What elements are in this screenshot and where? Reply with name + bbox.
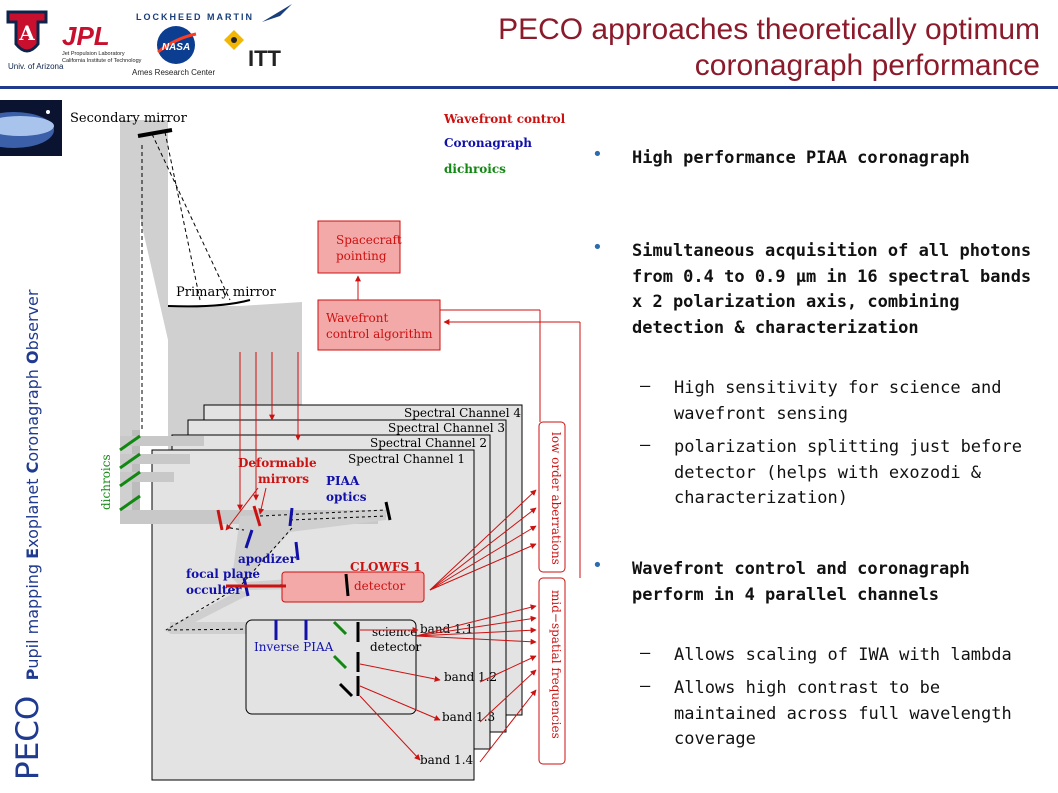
bullet-text: Simultaneous acquisition of all photons … [632,241,1032,338]
svg-text:ITT: ITT [248,46,282,71]
nasa-logo: NASA [157,26,197,64]
algorithm-label: control algorithm [326,327,433,341]
secondary-mirror-label: Secondary mirror [70,111,188,126]
focal-plane-label: focal plane [186,567,260,581]
channel-1-label: Spectral Channel 1 [348,452,465,466]
svg-text:NASA: NASA [162,42,190,53]
sub-bullet-dash-icon: – [640,643,651,663]
channel-2-label: Spectral Channel 2 [370,436,487,450]
bullet-dot-icon: • [592,237,603,258]
bullet-dot-icon: • [592,144,603,165]
sub-bullet-text: polarization splitting just before detec… [674,437,1022,508]
jpl-logo: JPL Jet Propulsion Laboratory California… [62,21,142,64]
sub-bullet-text: Allows scaling of IWA with lambda [674,645,1012,665]
channel-3-label: Spectral Channel 3 [388,421,505,435]
inverse-piaa-shapes [274,620,308,640]
mid-spatial-label: mid−spatial frequencies [549,590,563,739]
mid-spatial-panel [538,577,566,765]
peco-diagram: Secondary mirror Primary mirror Wavefron… [0,100,581,781]
pointing-label: pointing [336,249,387,263]
secondary-mirror-shape [137,128,173,138]
univ-arizona-logo: A [6,10,48,56]
primary-mirror-label: Primary mirror [176,285,277,300]
low-order-panel [538,421,566,573]
bullet-item: • Wavefront control and coronagraph perf… [592,555,1032,608]
feedback-arrows [237,309,581,763]
svg-text:A: A [18,21,35,45]
sub-bullet-dash-icon: – [640,435,651,455]
deformable-label: Deformable [238,456,317,470]
sub-bullet-text: Allows high contrast to be maintained ac… [674,678,1012,749]
apodizer-shapes [244,529,300,561]
bullet-item: • High performance PIAA coronagraph [592,144,1032,172]
wavefront-algorithm-box [317,299,441,351]
lockheed-logo: LOCKHEED MARTIN [136,4,292,22]
deformable-mirror-shapes [216,505,262,531]
planet-image [0,100,62,156]
svg-text:LOCKHEED MARTIN: LOCKHEED MARTIN [136,12,254,22]
dichroics-label: dichroics [99,454,113,510]
bullet-item: • Simultaneous acquisition of all photon… [592,237,1032,341]
svg-text:California Institute of Techno: California Institute of Technology [62,58,142,64]
apodizer-label: apodizer [238,552,297,566]
sub-bullet-dash-icon: – [640,376,651,396]
optics-label: optics [326,490,367,504]
band-detectors [338,622,360,698]
wavefront-label: Wavefront [326,311,388,325]
primary-mirror-shape [167,299,251,308]
sub-bullet-item: – Allows high contrast to be maintained … [640,676,1040,753]
sub-bullet-text: High sensitivity for science and wavefro… [674,378,1002,424]
channel-4-label: Spectral Channel 4 [404,406,521,420]
sub-bullet-item: – High sensitivity for science and wavef… [640,376,1040,427]
svg-text:Jet Propulsion Laboratory: Jet Propulsion Laboratory [62,51,125,57]
detector-label: detector [370,640,421,654]
spacecraft-pointing-box [317,220,401,274]
svg-text:JPL: JPL [62,21,110,51]
legend-coronagraph: Coronagraph [444,136,532,150]
piaa-label: PIAA [326,474,360,488]
ames-label: Ames Research Center [132,68,215,77]
title-rule [0,86,1058,89]
spacecraft-label: Spacecraft [336,233,402,247]
sub-bullet-item: – Allows scaling of IWA with lambda [640,643,1040,669]
band-1-4-label: band 1.4 [420,753,474,767]
science-module [245,619,417,715]
itt-logo: ITT [224,30,282,71]
bullet-dot-icon: • [592,555,603,576]
inverse-piaa-label: Inverse PIAA [254,640,334,654]
bullet-text: Wavefront control and coronagraph perfor… [632,559,970,605]
page-title: PECO approaches theoretically optimum co… [498,13,1040,82]
sub-bullet-dash-icon: – [640,676,651,696]
sub-bullet-item: – polarization splitting just before det… [640,435,1040,512]
science-label: science [372,625,417,639]
mirrors-label: mirrors [258,472,309,486]
dichroic-elements [119,434,141,512]
low-order-label: low order aberrations [549,432,563,565]
legend-wavefront: Wavefront control [443,112,566,126]
clowfs-detector-label: detector [354,579,405,593]
band-1-2-label: band 1.2 [444,670,497,684]
clowfs-label: CLOWFS 1 [350,560,422,574]
logo-strip: A Univ. of Arizona JPL Jet Propulsion La… [6,4,292,77]
polarizer-shapes [332,620,348,670]
legend-dichroics: dichroics [444,162,506,176]
univ-label: Univ. of Arizona [8,62,64,71]
band-1-3-label: band 1.3 [442,710,495,724]
piaa-optics-shapes [288,501,392,527]
bullet-text: High performance PIAA coronagraph [632,148,970,168]
